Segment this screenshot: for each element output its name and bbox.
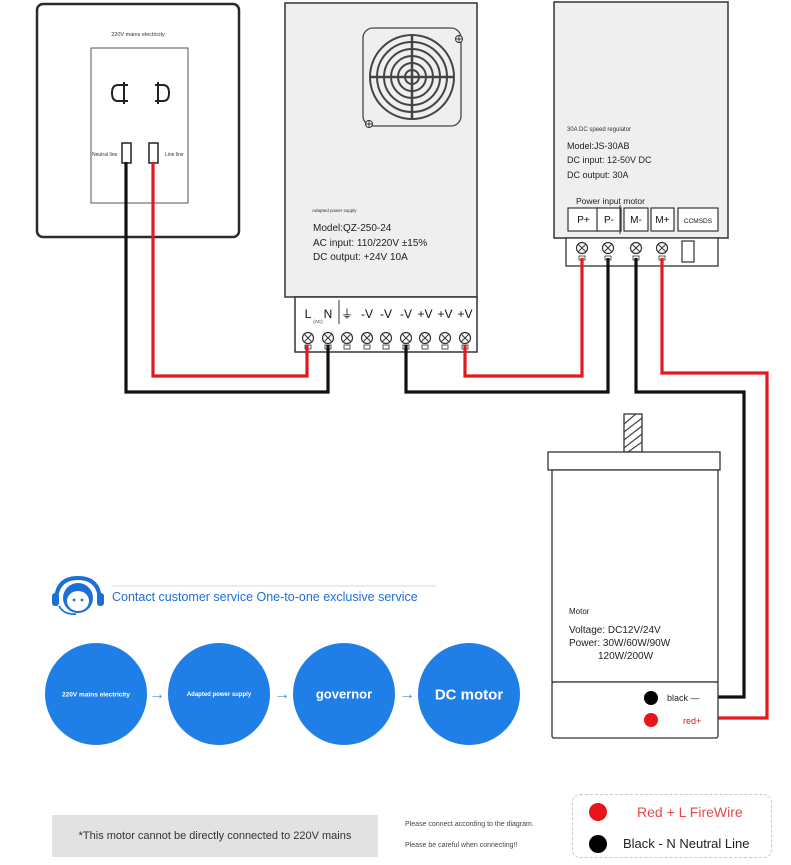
motor-voltage: Voltage: DC12V/24V	[569, 625, 661, 636]
motor-black-label: black —	[667, 693, 700, 703]
legend-red-label: Red + L FireWire	[637, 804, 743, 820]
contact-text: Contact customer service One-to-one excl…	[112, 590, 418, 604]
psu-caption: Adapted power supply	[312, 208, 357, 213]
regulator-terminal-box	[650, 207, 675, 232]
flow-arrow-icon: →	[274, 686, 290, 703]
wire-regulator-minus-to-motor	[634, 258, 746, 699]
wire-legend: Red + L FireWire Black - N Neutral Line	[572, 794, 772, 858]
flow-arrow-icon: →	[149, 686, 165, 703]
flow-step-circle	[168, 643, 270, 745]
flow-step-circle	[293, 643, 395, 745]
psu-terminal-label: L	[305, 307, 312, 321]
motor-red-terminal	[644, 713, 658, 727]
psu-terminal-label: +V	[437, 307, 452, 321]
regulator-dc-output: DC output: 30A	[567, 170, 629, 180]
flow-step-circle	[45, 643, 147, 745]
motor-shaft-hatch	[623, 413, 643, 453]
motor-power-2: 120W/200W	[598, 651, 654, 662]
regulator-terminal-label: M+	[655, 215, 669, 226]
speed-regulator: 30A DC speed regulator Model:JS-30AB DC …	[553, 1, 729, 267]
legend-black-label: Black - N Neutral Line	[623, 836, 750, 851]
regulator-terminal-box	[596, 207, 622, 232]
careful-note: Please be careful when connecting!!	[405, 842, 518, 849]
regulator-dc-input: DC input: 12-50V DC	[567, 155, 652, 165]
headset-avatar-icon	[52, 575, 104, 615]
psu-ac-mark: (AC)	[313, 319, 323, 324]
flow-step-circle	[418, 643, 520, 745]
regulator-terminal-block	[565, 237, 719, 267]
socket-line-label: Line line	[165, 152, 184, 158]
psu-terminal-label: +V	[457, 307, 472, 321]
wire-line-socket-to-psu	[151, 162, 309, 378]
regulator-terminal-box	[623, 207, 649, 232]
legend-black-dot	[589, 835, 607, 853]
fan-grille	[362, 27, 462, 127]
socket-neutral-label: Neutral line	[92, 152, 118, 158]
psu-ac-input: AC input: 110/220V ±15%	[313, 238, 427, 249]
regulator-terminal-label: P+	[577, 215, 590, 226]
flow-step-label: Adapted power supply	[187, 692, 252, 698]
regulator-terminal-label: CCMSDS	[684, 218, 713, 225]
flow-step-label: governor	[316, 687, 372, 702]
psu-terminal-label: -V	[380, 307, 392, 321]
wall-socket: 220V mains electricity Neutral line Line…	[35, 2, 241, 239]
fan-screw	[365, 35, 463, 128]
wire-neutral-socket-to-psu	[124, 162, 330, 394]
connect-note: Please connect according to the diagram.	[405, 821, 534, 828]
psu-terminal-label: +V	[417, 307, 432, 321]
regulator-switch	[681, 240, 695, 263]
regulator-model: Model:JS-30AB	[567, 141, 630, 151]
regulator-terminal-labels: P+ P- M- M+ CCMSDS	[567, 205, 719, 234]
psu-terminal-label: ⏚	[341, 307, 353, 321]
psu-model: Model:QZ-250-24	[313, 223, 392, 234]
warning-note: *This motor cannot be directly connected…	[52, 815, 378, 857]
motor-title: Motor	[569, 607, 590, 616]
socket-line-slot	[148, 142, 159, 164]
socket-left-hole	[110, 82, 128, 104]
psu-terminal-label: -V	[400, 307, 412, 321]
motor-red-label: red+	[683, 716, 701, 726]
legend-red-dot	[589, 803, 607, 821]
wire-regulator-plus-to-motor	[660, 258, 769, 720]
flow-step-label: 220V mains electricity	[62, 691, 130, 698]
customer-service: Contact customer service One-to-one excl…	[52, 575, 436, 615]
wires	[124, 162, 769, 720]
socket-right-hole	[155, 82, 171, 104]
regulator-terminal-box	[677, 207, 719, 232]
regulator-section-label: Power input motor	[576, 196, 645, 206]
socket-neutral-slot	[121, 142, 132, 164]
regulator-terminal-label: P-	[604, 215, 614, 226]
power-supply: Adapted power supply Model:QZ-250-24 AC …	[284, 2, 478, 353]
psu-dc-output: DC output: +24V 10A	[313, 252, 408, 263]
flow-step-label: DC motor	[435, 686, 503, 703]
flow-chain: 220V mains electricity Adapted power supp…	[45, 643, 520, 745]
psu-terminal-label: N	[324, 307, 333, 321]
socket-title: 220V mains electricity	[111, 32, 165, 38]
regulator-terminal-screws	[575, 241, 669, 261]
motor-power: Power: 30W/60W/90W	[569, 638, 671, 649]
regulator-caption: 30A DC speed regulator	[567, 127, 631, 133]
wire-psu-plus-to-regulator	[463, 258, 584, 378]
regulator-terminal-label: M-	[630, 215, 642, 226]
flow-arrow-icon: →	[399, 686, 415, 703]
psu-terminal-label: -V	[361, 307, 373, 321]
dc-motor: Motor Voltage: DC12V/24V Power: 30W/60W/…	[547, 413, 721, 739]
wire-psu-minus-to-regulator	[404, 258, 610, 394]
motor-black-terminal	[644, 691, 658, 705]
psu-terminal-screws	[301, 331, 472, 350]
